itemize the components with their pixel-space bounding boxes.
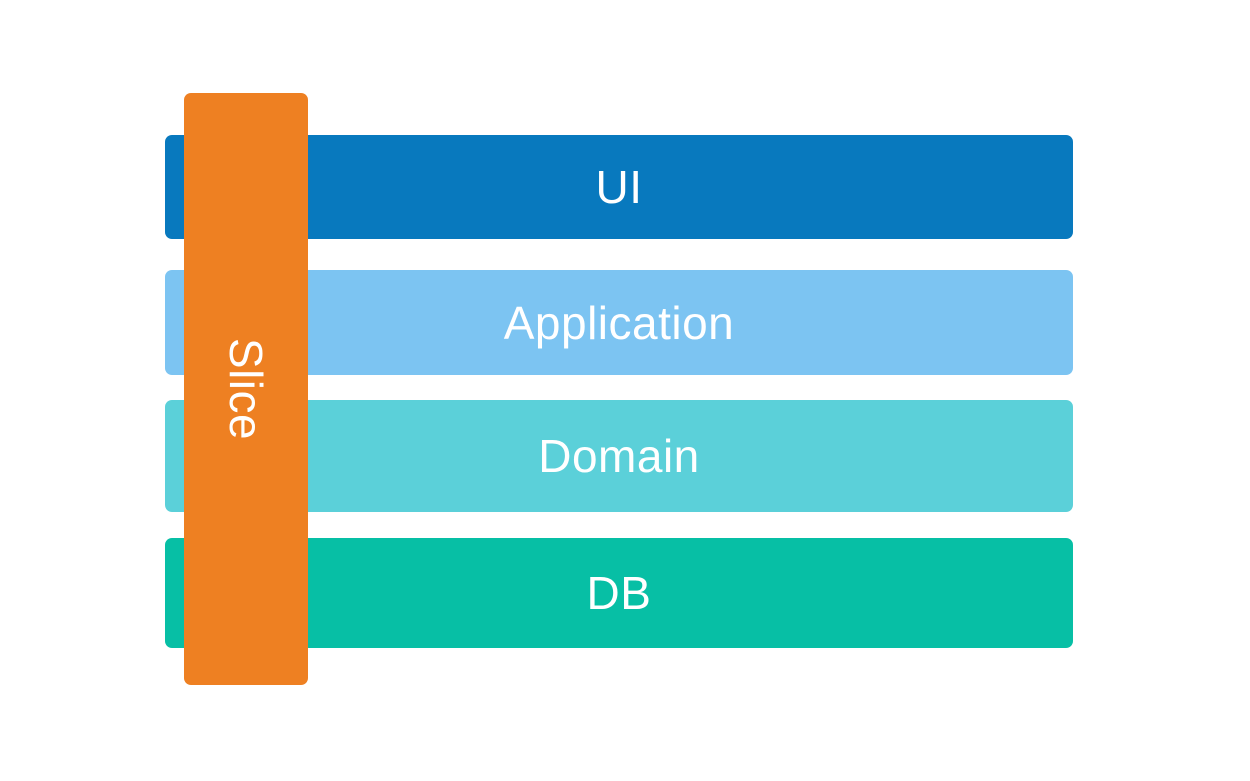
- vertical-slice-label: Slice: [220, 337, 272, 441]
- layer-label-ui: UI: [595, 161, 643, 213]
- layer-bar-domain[interactable]: Domain: [165, 400, 1073, 512]
- layer-label-application: Application: [503, 296, 735, 349]
- layer-bar-db[interactable]: DB: [165, 538, 1073, 648]
- layer-label-domain: Domain: [538, 430, 700, 482]
- layer-bar-application[interactable]: Application: [165, 270, 1073, 375]
- vertical-slice-bar[interactable]: Slice: [184, 93, 308, 685]
- layer-bar-ui[interactable]: UI: [165, 135, 1073, 239]
- layer-label-db: DB: [586, 567, 652, 619]
